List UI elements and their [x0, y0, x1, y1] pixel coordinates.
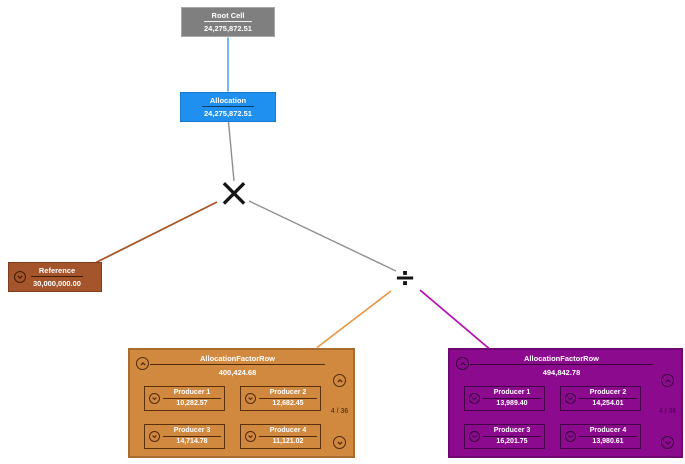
root-cell-text: Root Cell 24,275,872.51: [182, 11, 274, 33]
chevron-down-icon[interactable]: [149, 431, 160, 442]
factor-header: AllocationFactorRow 494,842.78: [470, 354, 653, 377]
edge-divide-denominator: [419, 289, 490, 350]
producer-value: 11,121.02: [272, 438, 304, 446]
producer-value: 13,989.40: [496, 400, 528, 408]
page-down-button[interactable]: [333, 436, 346, 449]
allocation-node[interactable]: Allocation 24,275,872.51: [180, 92, 276, 122]
chevron-down-icon[interactable]: [245, 393, 256, 404]
chevron-down-icon[interactable]: [149, 393, 160, 404]
producer-value: 16,201.75: [496, 438, 528, 446]
producer-title: Producer 1: [483, 389, 541, 399]
multiply-operator: ×: [217, 170, 251, 216]
chevron-down-icon[interactable]: [469, 393, 480, 404]
reference-text: Reference 30,000,000.00: [26, 266, 88, 288]
producer-title: Producer 2: [259, 389, 317, 399]
chevron-up-icon[interactable]: [136, 357, 149, 370]
node-value: 24,275,872.51: [204, 24, 252, 33]
chevron-up-icon[interactable]: [456, 357, 469, 370]
node-title: Reference: [30, 266, 84, 277]
factor-value: 400,424.68: [218, 368, 257, 377]
node-title: Allocation: [201, 96, 255, 107]
pager-label: 4 / 36: [330, 408, 349, 415]
node-value: 30,000,000.00: [33, 279, 81, 288]
factor-title: AllocationFactorRow: [523, 354, 599, 363]
producer-title: Producer 4: [259, 427, 317, 437]
numerator-factor-node[interactable]: AllocationFactorRow 400,424.68 Producer …: [128, 348, 355, 458]
factor-header: AllocationFactorRow 400,424.68: [150, 354, 325, 377]
denominator-factor-node[interactable]: AllocationFactorRow 494,842.78 Producer …: [448, 348, 683, 458]
pager-rail: 4 / 36: [331, 374, 348, 449]
producer-title: Producer 3: [483, 427, 541, 437]
node-value: 24,275,872.51: [204, 109, 252, 118]
page-up-button[interactable]: [333, 374, 346, 387]
page-down-button[interactable]: [661, 436, 674, 449]
producer-value: 13,980.61: [592, 438, 624, 446]
edge-multiply-divide: [248, 200, 397, 272]
producer-title: Producer 4: [579, 427, 637, 437]
edge-allocation-multiply: [227, 121, 235, 182]
chevron-down-icon[interactable]: [565, 431, 576, 442]
producer-value: 12,682.45: [272, 400, 304, 408]
divide-operator: ÷: [394, 263, 416, 293]
chevron-down-icon[interactable]: [565, 393, 576, 404]
title-separator: [150, 364, 325, 365]
producer-value: 10,282.57: [176, 400, 208, 408]
producer-title: Producer 3: [163, 427, 221, 437]
edge-divide-numerator: [316, 290, 392, 349]
root-cell-node[interactable]: Root Cell 24,275,872.51: [181, 7, 275, 37]
edge-multiply-reference: [95, 201, 218, 264]
page-up-button[interactable]: [661, 374, 674, 387]
pager-label: 4 / 36: [658, 408, 677, 415]
title-separator: [470, 364, 653, 365]
producer-title: Producer 2: [579, 389, 637, 399]
producer-title: Producer 1: [163, 389, 221, 399]
chevron-down-icon[interactable]: [245, 431, 256, 442]
chevron-down-icon[interactable]: [469, 431, 480, 442]
reference-node[interactable]: Reference 30,000,000.00: [8, 262, 102, 292]
factor-title: AllocationFactorRow: [199, 354, 275, 363]
producer-value: 14,714.78: [176, 438, 208, 446]
node-title: Root Cell: [203, 11, 253, 22]
allocation-text: Allocation 24,275,872.51: [181, 96, 275, 118]
chevron-down-icon[interactable]: [14, 271, 26, 283]
factor-value: 494,842.78: [542, 368, 581, 377]
producer-value: 14,254.01: [592, 400, 624, 408]
pager-rail: 4 / 36: [659, 374, 676, 449]
